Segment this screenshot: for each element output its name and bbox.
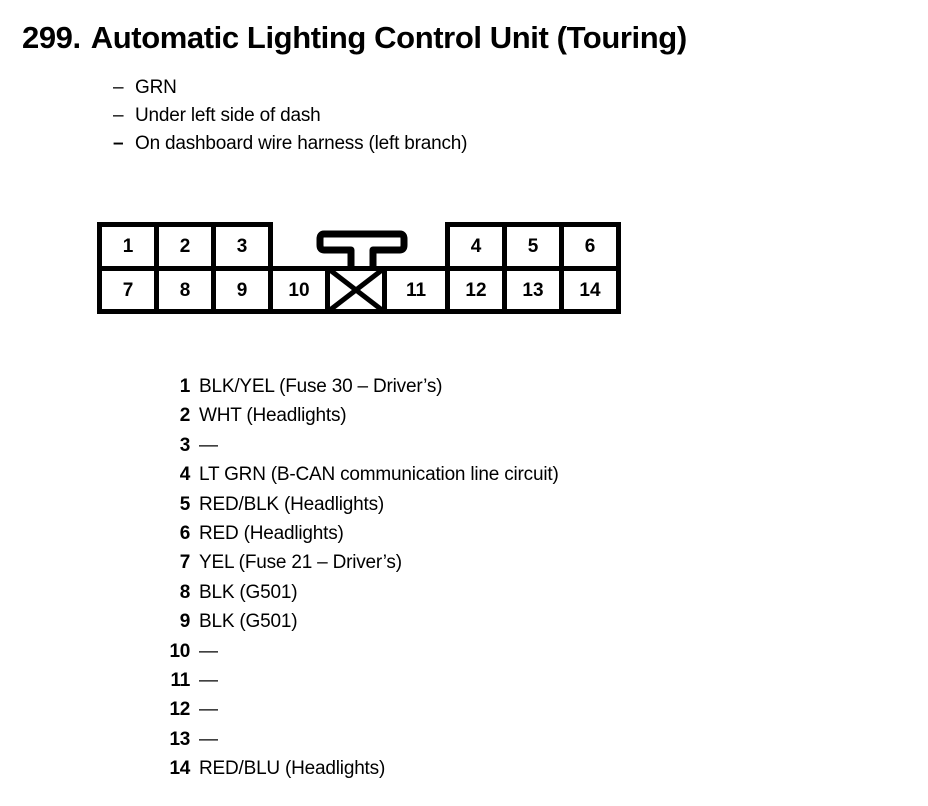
pin-legend-row: 11 — xyxy=(160,670,800,699)
connector-cavity-10: 10 xyxy=(268,266,330,314)
pin-legend-row: 7 YEL (Fuse 21 – Driver’s) xyxy=(160,552,800,581)
pin-legend-row: 14 RED/BLU (Headlights) xyxy=(160,758,800,787)
connector-cavity-14: 14 xyxy=(559,266,621,314)
spec-dash: – xyxy=(113,77,124,98)
connector-cavity-2: 2 xyxy=(154,222,216,271)
spec-text: GRN xyxy=(135,77,177,98)
pin-description: BLK (G501) xyxy=(199,611,298,633)
pin-description: BLK (G501) xyxy=(199,581,298,603)
pin-number: 7 xyxy=(179,552,191,574)
pin-legend-row: 12 — xyxy=(160,699,800,728)
connector-cavity-4: 4 xyxy=(445,222,507,271)
pin-description: RED/BLK (Headlights) xyxy=(199,493,385,515)
pin-description: — xyxy=(199,699,218,721)
connector-cavity-9: 9 xyxy=(211,266,273,314)
connector-cavity-3: 3 xyxy=(211,222,273,271)
pin-legend-row: 8 BLK (G501) xyxy=(160,582,800,611)
pin-description: — xyxy=(199,669,218,691)
spec-dash: – xyxy=(113,133,124,154)
pin-legend-row: 5 RED/BLK (Headlights) xyxy=(160,494,800,523)
pin-description: RED (Headlights) xyxy=(199,522,344,544)
connector-cavity-6: 6 xyxy=(559,222,621,271)
pin-legend-row: 10 — xyxy=(160,641,800,670)
pin-number: 4 xyxy=(179,464,191,486)
connector-cavity-8: 8 xyxy=(154,266,216,314)
pin-description: WHT (Headlights) xyxy=(199,405,347,427)
connector-cavity-13: 13 xyxy=(502,266,564,314)
spec-text: Under left side of dash xyxy=(135,105,321,126)
pin-legend-row: 2 WHT (Headlights) xyxy=(160,405,800,434)
connector-cavity-7: 7 xyxy=(97,266,159,314)
pin-number: 5 xyxy=(179,493,191,515)
pin-description: LT GRN (B-CAN communication line circuit… xyxy=(199,464,559,486)
pin-legend-row: 6 RED (Headlights) xyxy=(160,523,800,552)
pin-number: 3 xyxy=(179,434,191,456)
pin-legend-row: 3 — xyxy=(160,435,800,464)
spec-item: –Under left side of dash xyxy=(113,102,813,130)
pin-legend-row: 1 BLK/YEL (Fuse 30 – Driver’s) xyxy=(160,376,800,405)
pin-legend-row: 4 LT GRN (B-CAN communication line circu… xyxy=(160,464,800,493)
pin-number: 12 xyxy=(169,699,190,721)
page-title-text: Automatic Lighting Control Unit (Touring… xyxy=(90,20,687,55)
pin-number: 6 xyxy=(179,522,191,544)
pin-number: 1 xyxy=(179,376,191,397)
connector-cavity-5: 5 xyxy=(502,222,564,271)
pin-number: 13 xyxy=(169,728,190,750)
spec-item: –GRN xyxy=(113,74,813,102)
pin-number: 11 xyxy=(170,669,191,691)
pin-number: 9 xyxy=(179,611,191,633)
page-title: 299. Automatic Lighting Control Unit (Tou… xyxy=(22,22,687,53)
pin-description: YEL (Fuse 21 – Driver’s) xyxy=(199,552,402,574)
spec-item: –On dashboard wire harness (left branch) xyxy=(113,130,813,158)
pin-description: BLK/YEL (Fuse 30 – Driver’s) xyxy=(199,376,443,397)
spec-text: On dashboard wire harness (left branch) xyxy=(135,133,468,154)
pin-legend-row: 13 — xyxy=(160,729,800,758)
connector-cavity-12: 12 xyxy=(445,266,507,314)
page-title-number: 299. xyxy=(22,20,81,55)
connector-diagram: 1 2 3 4 5 6 7 8 9 10 11 12 13 14 xyxy=(97,222,621,314)
pin-description: — xyxy=(199,434,218,456)
spec-dash: – xyxy=(113,105,124,126)
pin-description: RED/BLU (Headlights) xyxy=(199,758,386,780)
pin-number: 2 xyxy=(179,405,191,427)
pin-number: 14 xyxy=(169,758,190,780)
connector-cavity-blank xyxy=(325,266,387,314)
pin-legend-list: 1 BLK/YEL (Fuse 30 – Driver’s) 2 WHT (He… xyxy=(160,376,800,787)
pin-number: 10 xyxy=(169,640,190,662)
spec-list: –GRN –Under left side of dash –On dashbo… xyxy=(113,74,813,158)
pin-number: 8 xyxy=(179,581,191,603)
pin-description: — xyxy=(199,728,218,750)
connector-cavity-1: 1 xyxy=(97,222,159,271)
connector-cavity-11: 11 xyxy=(382,266,450,314)
pin-legend-row: 9 BLK (G501) xyxy=(160,611,800,640)
pin-description: — xyxy=(199,640,218,662)
